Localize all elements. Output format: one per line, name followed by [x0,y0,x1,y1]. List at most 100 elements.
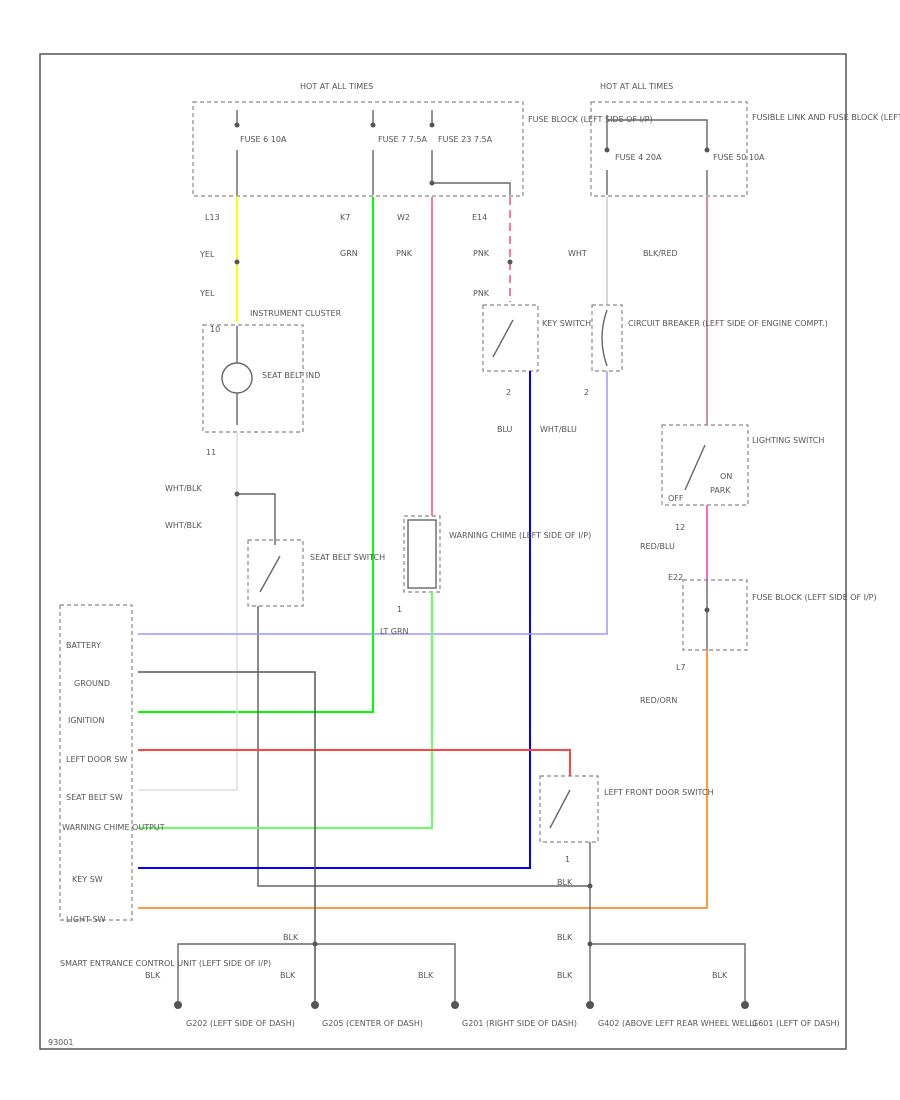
ground-terminal-icon [741,1001,749,1009]
wire-whtblk2: WHT/BLK [165,521,202,530]
hot-label-right: HOT AT ALL TIMES [600,82,673,91]
dot [587,883,593,889]
wire-blk-a: BLK [557,878,573,887]
seat-belt-switch-icon [259,555,281,593]
dot [429,122,435,128]
fuse-box-left [192,101,524,197]
wire-whtblk [138,432,238,791]
ground-label-g4: G402 (ABOVE LEFT REAR WHEEL WELL) [598,1019,757,1028]
conn-c6: 11 [206,448,216,457]
conn-c10: 12 [675,523,685,532]
ground-label-g1: G202 (LEFT SIDE OF DASH) [186,1019,295,1028]
lighting-switch-icon [684,444,706,491]
dot [234,122,240,128]
wire-blk-g: BLK [557,971,573,980]
conn-c1: L13 [205,213,220,222]
pin-seat-belt: SEAT BELT SW [66,793,123,802]
switch-on-label: ON [720,472,732,481]
warning-chime-label: WARNING CHIME (LEFT SIDE OF I/P) [449,531,591,540]
seat-belt-switch-label: SEAT BELT SWITCH [310,553,385,562]
wire-redblu-label: RED/BLU [640,542,675,551]
wire-blu [138,371,531,869]
ground-bus-left [177,943,456,1002]
lighting-switch-label: LIGHTING SWITCH [752,436,824,445]
switch-park-label: PARK [710,486,731,495]
conn-c12: L7 [676,663,686,672]
wire-blk-d: BLK [145,971,161,980]
seat-belt-switch-ground [257,606,590,887]
wire-grn-label: GRN [340,249,358,258]
key-switch-label: KEY SWITCH [542,319,591,328]
seat-belt-switch-box [247,539,304,607]
wire-whtblu [138,371,608,635]
left-front-door-switch-icon [549,789,571,829]
wire-whtblk1: WHT/BLK [165,484,202,493]
dot [704,147,710,153]
fuse-block-left-box [682,579,748,651]
dot [704,607,710,613]
conn-c9: 1 [397,605,402,614]
dot [507,259,513,265]
wire-left-door [138,749,571,776]
fuse-box-right [590,101,748,197]
dot [604,147,610,153]
dot [370,122,376,128]
ground-terminal-icon [586,1001,594,1009]
circuit-breaker-label: CIRCUIT BREAKER (LEFT SIDE OF ENGINE COM… [628,319,828,328]
smart-unit-box [59,604,133,921]
circuit-breaker-box [591,304,623,372]
wire-blu-label: BLU [497,425,513,434]
circuit-breaker-icon [601,309,608,367]
wire-pnk2: PNK [473,249,490,258]
diagram-code: 93001 [48,1038,73,1047]
pin-light-sw: LIGHT SW [66,915,106,924]
ground-label-g2: G205 (CENTER OF DASH) [322,1019,423,1028]
fuse-label-a: FUSE 6 10A [240,135,287,144]
fuse-label-c: FUSE 23 7.5A [438,135,493,144]
ground-terminal-icon [311,1001,319,1009]
wire-chime-out [138,592,433,829]
wire-redorn-label: RED/ORN [640,696,677,705]
instrument-cluster-box [202,324,304,433]
conn-c5: 10 [210,325,220,334]
warning-chime-box [403,515,441,593]
ground-bus-right [590,943,746,1002]
warning-chime-icon [407,519,437,589]
fuse-de-bus [607,119,708,150]
fuse-label-b: FUSE 7 7.5A [378,135,427,144]
wire-blkred-label: BLK/RED [643,249,678,258]
wire-yel1: YEL [199,250,215,259]
conn-c3: W2 [397,213,410,222]
pin-battery: BATTERY [66,641,101,650]
wire-ltgrn-label: LT GRN [380,627,409,636]
dot [587,941,593,947]
diagram-frame [39,53,847,1050]
left-front-door-switch-box [539,775,599,843]
conn-c2: K7 [340,213,350,222]
ground-terminal-icon [174,1001,182,1009]
wire-wht-label: WHT [568,249,587,258]
wire-whtblu-label: WHT/BLU [540,425,577,434]
fuse-block-left-label: FUSE BLOCK (LEFT SIDE OF I/P) [752,593,877,602]
wire-ground [138,671,316,1002]
wire-grn [138,197,374,713]
wire-redorn [138,650,708,909]
pin-left-door: LEFT DOOR SW [66,755,127,764]
conn-c8: 2 [584,388,589,397]
lighting-switch-box [661,424,749,506]
ground-label-g5: G601 (LEFT OF DASH) [752,1019,840,1028]
wire-pnk3: PNK [473,289,490,298]
dot [234,259,240,265]
conn-c7: 2 [506,388,511,397]
seat-belt-lamp-icon [221,362,253,394]
pin-ground: GROUND [74,679,110,688]
left-front-door-switch-label: LEFT FRONT DOOR SWITCH [604,788,714,797]
switch-off-label: OFF [668,494,684,503]
conn-c4: E14 [472,213,487,222]
wire-blk-f: BLK [418,971,434,980]
pin-ignition: IGNITION [68,716,104,725]
wire-blk-c: BLK [557,933,573,942]
wire-blk-h: BLK [712,971,728,980]
fusible-link-label: FUSIBLE LINK AND FUSE BLOCK (LEFT FRONT … [752,113,900,122]
wire-pnk1: PNK [396,249,413,258]
